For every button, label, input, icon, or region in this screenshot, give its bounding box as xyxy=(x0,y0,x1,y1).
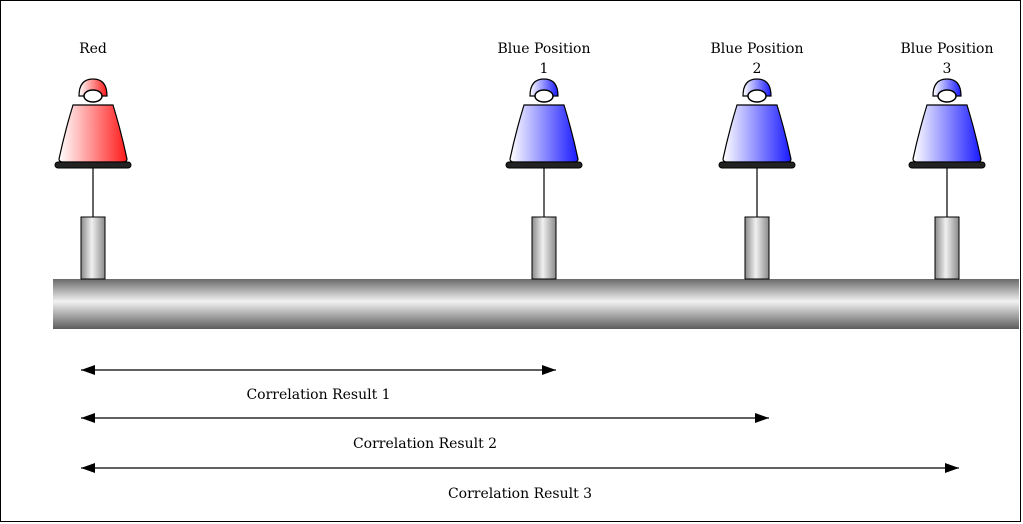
weight-body xyxy=(509,104,579,163)
arrowhead xyxy=(755,413,769,423)
weight-base xyxy=(718,161,796,169)
sensor-label: Blue Position xyxy=(900,41,993,57)
pipe xyxy=(53,279,1019,329)
sensor-red: Red xyxy=(54,41,132,280)
correlation-label: Correlation Result 2 xyxy=(353,436,497,452)
sensor-label: Blue Position xyxy=(710,41,803,57)
weight-handle-hole xyxy=(534,89,554,103)
arrowhead xyxy=(81,463,95,473)
arrowhead xyxy=(945,463,959,473)
weight-base xyxy=(908,161,986,169)
correlation-label: Correlation Result 3 xyxy=(448,486,592,502)
correlation-arrow-3: Correlation Result 3 xyxy=(81,463,959,502)
sensor-blue-3: Blue Position 3 xyxy=(900,41,994,280)
weight-base xyxy=(505,161,583,169)
sensor-post xyxy=(531,216,557,280)
correlation-label: Correlation Result 1 xyxy=(246,387,390,403)
correlation-arrow-2: Correlation Result 2 xyxy=(81,413,769,452)
sensor-label: 2 xyxy=(753,61,762,77)
sensor-label: 1 xyxy=(540,61,549,77)
arrowhead xyxy=(542,365,556,375)
sensor-blue-2: Blue Position 2 xyxy=(710,41,804,280)
sensor-post xyxy=(80,216,106,280)
sensor-post xyxy=(744,216,770,280)
sensor-label: Red xyxy=(79,41,107,57)
correlation-arrow-1: Correlation Result 1 xyxy=(81,365,556,403)
arrowhead xyxy=(81,413,95,423)
sensor-label: Blue Position xyxy=(497,41,590,57)
weight-base xyxy=(54,161,132,169)
weight-handle-hole xyxy=(937,89,957,103)
weight-body xyxy=(912,104,982,163)
weight-handle-hole xyxy=(747,89,767,103)
weight-handle-hole xyxy=(83,89,103,103)
sensor-blue-1: Blue Position 1 xyxy=(497,41,591,280)
sensor-post xyxy=(934,216,960,280)
weight-body xyxy=(58,104,128,163)
sensor-label: 3 xyxy=(943,61,952,77)
arrowhead xyxy=(81,365,95,375)
weight-body xyxy=(722,104,792,163)
